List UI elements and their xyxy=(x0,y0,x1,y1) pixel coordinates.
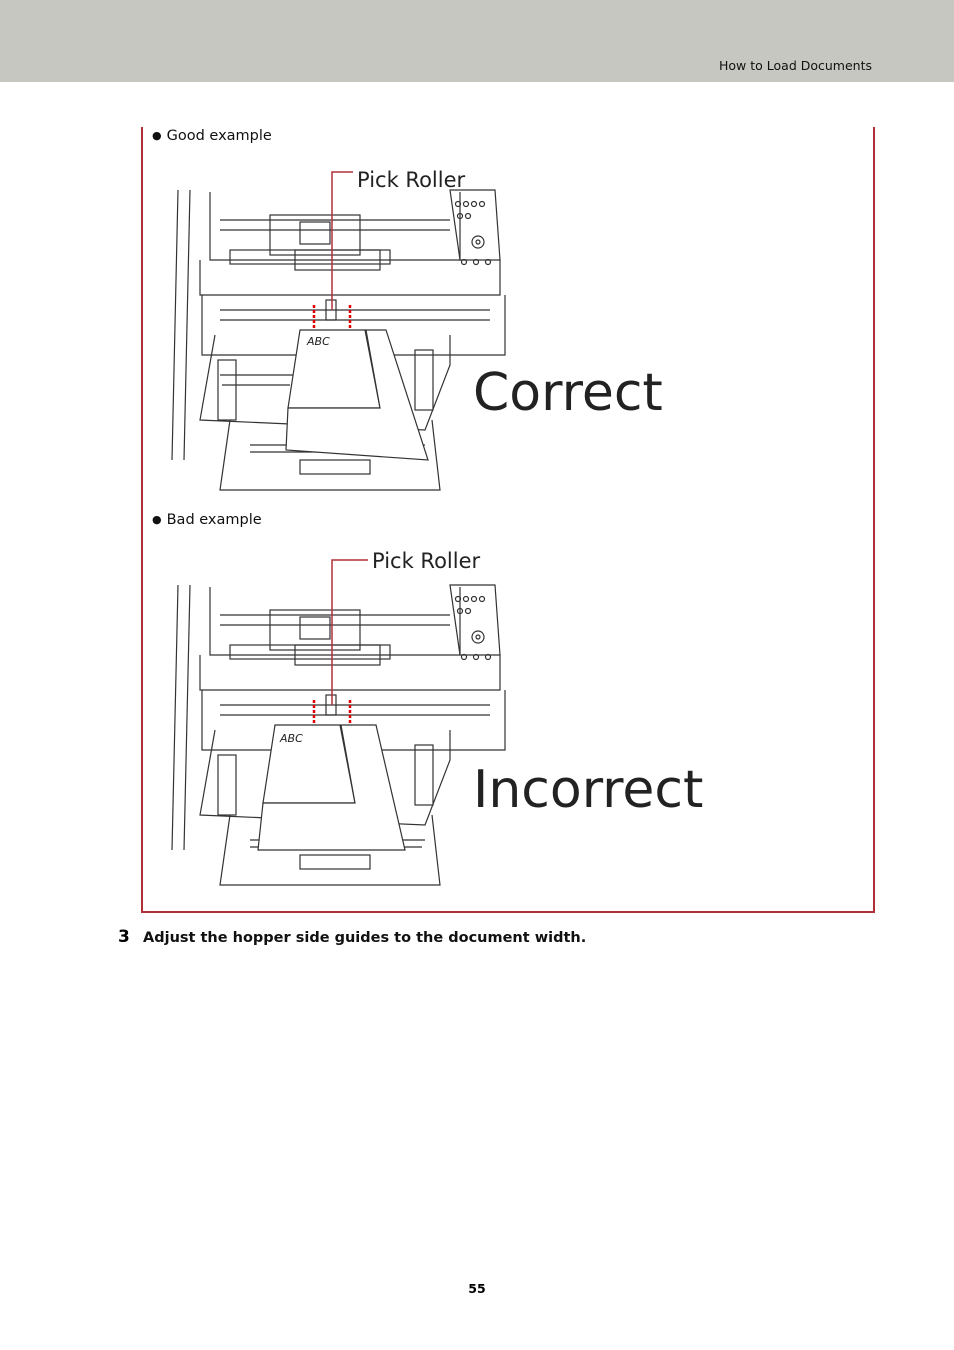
pick-roller-leader xyxy=(331,559,368,705)
good-example-illustration: ABC Pick Roller Correct xyxy=(171,168,663,491)
step-instruction: Adjust the hopper side guides to the doc… xyxy=(143,930,587,946)
document-text: ABC xyxy=(306,335,330,348)
good-example-bullet: ● Good example xyxy=(152,128,272,144)
example-frame xyxy=(141,127,875,913)
incorrect-verdict: Incorrect xyxy=(473,760,703,820)
document-text: ABC xyxy=(279,732,303,745)
section-title: How to Load Documents xyxy=(719,58,872,73)
pick-roller-label: Pick Roller xyxy=(372,549,481,573)
page-number: 55 xyxy=(468,1281,486,1296)
bad-example-bullet: ● Bad example xyxy=(152,512,262,528)
good-example-label: Good example xyxy=(166,128,272,144)
bad-example-label: Bad example xyxy=(166,512,262,528)
header-bar: How to Load Documents xyxy=(0,0,954,82)
pick-roller-leader xyxy=(331,171,353,310)
bullet-icon: ● xyxy=(152,513,162,526)
bad-example-illustration: ABC Pick Roller Incorrect xyxy=(171,549,703,886)
bullet-icon: ● xyxy=(152,129,162,142)
correct-verdict: Correct xyxy=(473,363,663,423)
step-number: 3 xyxy=(118,927,130,947)
pick-roller-label: Pick Roller xyxy=(357,168,466,192)
